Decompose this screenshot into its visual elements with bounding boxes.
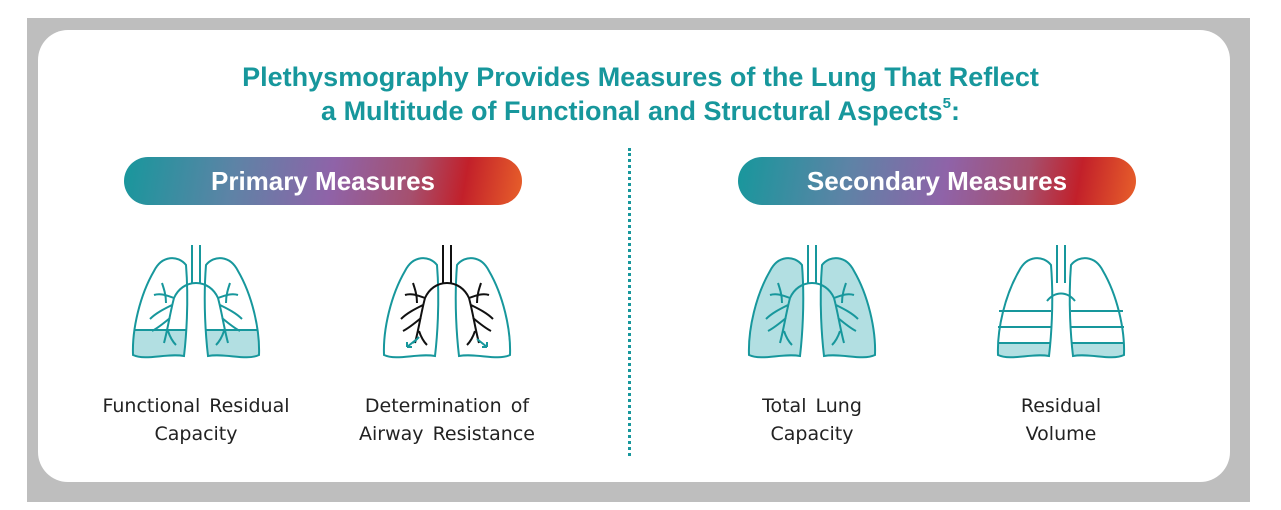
label-line: Capacity [770,423,854,445]
lungs-partial-fill-icon [131,244,261,359]
label-line: Functional Residual [102,395,290,417]
lungs-full-fill-icon [747,245,877,359]
lungs-residual-icon [996,244,1126,359]
label-airway-resistance: Determination of Airway Resistance [327,392,567,448]
footnote-ref: 5 [942,95,951,112]
label-line: Volume [1025,423,1097,445]
title-line-2: a Multitude of Functional and Structural… [321,96,943,126]
label-line: Residual [1020,395,1102,417]
label-line: Total Lung [762,395,862,417]
label-line: Capacity [154,423,238,445]
label-line: Airway Resistance [359,423,535,445]
title-line-1: Plethysmography Provides Measures of the… [242,62,1039,92]
content-card [38,30,1230,482]
lungs-airway-icon [382,244,512,359]
label-line: Determination of [364,395,530,417]
secondary-measures-header: Secondary Measures [738,157,1136,205]
primary-measures-header: Primary Measures [124,157,522,205]
dotted-divider [628,148,631,456]
title-suffix: : [950,96,960,126]
page-title: Plethysmography Provides Measures of the… [0,60,1281,128]
